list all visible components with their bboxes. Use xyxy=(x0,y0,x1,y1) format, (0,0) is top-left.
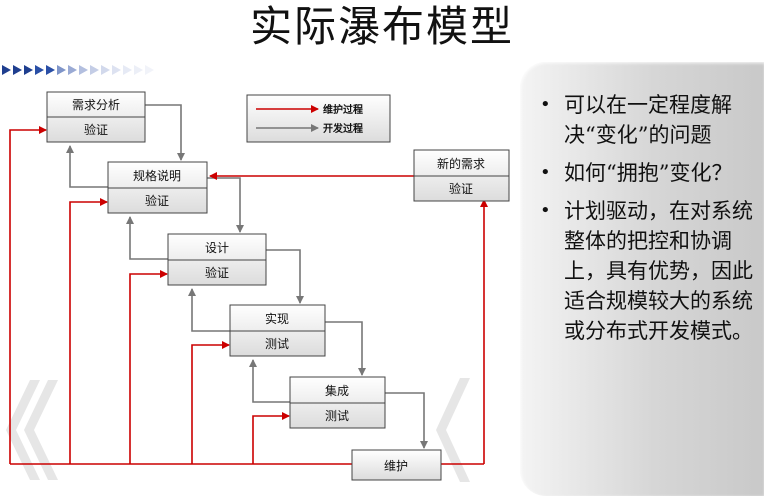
chevron-icon xyxy=(101,65,110,75)
bullet-dot-icon: • xyxy=(540,94,551,115)
stage-design-label: 设计 xyxy=(205,241,229,255)
maint-arrow-spec xyxy=(69,198,108,464)
dev-arrow-3 xyxy=(266,249,304,304)
stage-integration-check: 测试 xyxy=(325,408,349,423)
stage-implementation-label: 实现 xyxy=(265,311,289,326)
chevron-icon xyxy=(13,65,22,75)
chevron-icon xyxy=(68,65,77,75)
stage-design-check: 验证 xyxy=(205,265,229,280)
chevron-icon xyxy=(134,65,143,75)
stage-maintenance: 维护 xyxy=(351,449,442,481)
maint-arrow-impl xyxy=(191,341,230,464)
stage-specification-check: 验证 xyxy=(145,193,169,208)
maint-arrow-integ xyxy=(252,412,290,464)
bullet-text: 计划驱动，在对系统整体的把控和协调上，具有优势，因此适合规模较大的系统或分布式开… xyxy=(564,199,753,343)
stage-integration: 集成 测试 xyxy=(289,376,386,429)
stage-new-requirements-label: 新的需求 xyxy=(437,156,485,171)
stage-design: 设计 验证 xyxy=(167,233,267,286)
dev-arrow-1 xyxy=(145,104,185,161)
decorative-swoosh-right xyxy=(436,378,470,482)
decorative-swoosh-left xyxy=(6,380,58,480)
verification-arrows xyxy=(66,145,290,403)
legend-development-label: 开发过程 xyxy=(323,122,363,135)
chevron-icon xyxy=(79,65,88,75)
chevron-icon xyxy=(2,65,11,75)
chevron-icon xyxy=(57,65,66,75)
chevron-icon xyxy=(46,65,55,75)
chevron-icon xyxy=(123,65,132,75)
verify-arrow-2 xyxy=(126,216,168,260)
stage-requirements: 需求分析 验证 xyxy=(46,91,146,143)
chevron-decoration xyxy=(2,65,154,75)
legend: 维护过程 开发过程 xyxy=(246,94,391,143)
page-title: 实际瀑布模型 xyxy=(249,2,514,51)
bullet-dot-icon: • xyxy=(540,162,551,183)
bullet-item: • 可以在一定程度解决“变化”的问题 xyxy=(534,90,754,150)
dev-arrow-5 xyxy=(385,392,428,449)
stage-new-requirements-check: 验证 xyxy=(449,181,473,196)
chevron-icon xyxy=(112,65,121,75)
verify-arrow-3 xyxy=(188,288,230,332)
dev-arrow-2 xyxy=(207,177,244,233)
verify-arrow-1 xyxy=(66,145,108,188)
stage-integration-label: 集成 xyxy=(325,383,349,398)
legend-maintenance-label: 维护过程 xyxy=(323,103,363,116)
dev-arrow-4 xyxy=(325,321,366,376)
stage-requirements-check: 验证 xyxy=(84,122,108,137)
maint-arrow-design xyxy=(129,270,168,464)
verify-arrow-4 xyxy=(249,359,290,403)
chevron-icon xyxy=(90,65,99,75)
bullet-item: • 如何“拥抱”变化？ xyxy=(534,158,754,188)
chevron-icon xyxy=(145,65,154,75)
stage-specification: 规格说明 验证 xyxy=(107,161,208,214)
bullet-text: 如何“拥抱”变化？ xyxy=(564,161,733,185)
chevron-icon xyxy=(24,65,33,75)
bullet-item: • 计划驱动，在对系统整体的把控和协调上，具有优势，因此适合规模较大的系统或分布式… xyxy=(534,196,754,346)
stage-maintenance-label: 维护 xyxy=(384,459,408,473)
stage-new-requirements: 新的需求 验证 xyxy=(413,149,510,202)
stage-specification-label: 规格说明 xyxy=(133,168,181,183)
notes-panel: • 可以在一定程度解决“变化”的问题 • 如何“拥抱”变化？ • 计划驱动，在对系统整… xyxy=(520,62,764,496)
chevron-icon xyxy=(35,65,44,75)
bullet-text: 可以在一定程度解决“变化”的问题 xyxy=(564,93,732,147)
stage-implementation: 实现 测试 xyxy=(229,304,326,357)
bullet-list: • 可以在一定程度解决“变化”的问题 • 如何“拥抱”变化？ • 计划驱动，在对系统整… xyxy=(520,62,764,346)
stage-requirements-label: 需求分析 xyxy=(72,98,120,112)
bullet-dot-icon: • xyxy=(540,200,551,221)
maint-arrow-req xyxy=(9,126,47,464)
development-arrows xyxy=(145,104,428,449)
waterfall-diagram: 需求分析 验证 规格说明 验证 设计 验证 实现 测试 集成 测试 维护 新的需… xyxy=(6,91,510,482)
stage-implementation-check: 测试 xyxy=(265,336,289,351)
maintenance-arrows xyxy=(9,126,488,465)
